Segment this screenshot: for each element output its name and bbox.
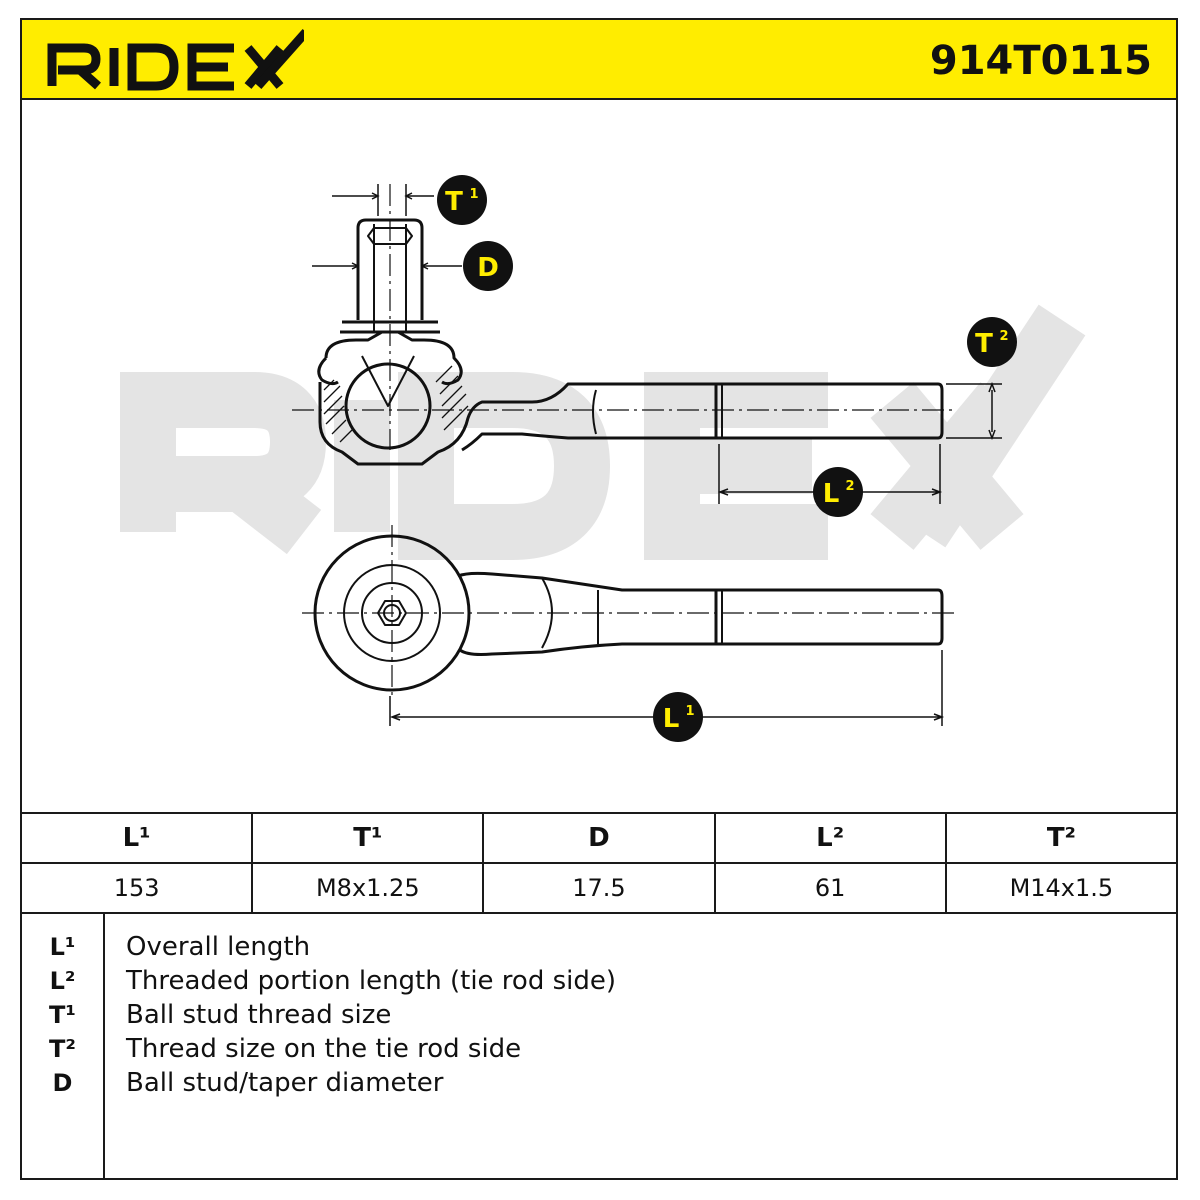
badge-l2-sup: 2 [845,479,854,494]
dimension-lines [312,184,1002,726]
badge-t2: T 2 [967,317,1017,367]
legend-row: T² Thread size on the tie rod side [22,1032,1176,1066]
legend-key: T¹ [49,1001,76,1029]
legend-row: L² Threaded portion length (tie rod side… [22,964,1176,998]
legend-desc: Ball stud/taper diameter [126,1068,444,1098]
badge-l1: L 1 [653,692,703,742]
ridex-watermark [120,304,1086,560]
badge-d: D [463,241,513,291]
specs-value-t2: M14x1.5 [944,862,1179,914]
specs-value-l1: 153 [19,862,254,914]
badge-l1-sup: 1 [685,704,694,719]
legend-desc: Thread size on the tie rod side [126,1034,522,1064]
legend-key: L² [49,967,76,995]
specs-value-d: 17.5 [482,862,716,914]
badge-t2-sup: 2 [999,329,1008,344]
legend-key: L¹ [49,933,76,961]
legend-row: T¹ Ball stud thread size [22,998,1176,1032]
legend-row: D Ball stud/taper diameter [22,1066,1176,1100]
specs-table: L¹ T¹ D L² T² 153 M8x1.25 17.5 61 M14x1.… [19,812,1179,914]
specs-header-row: L¹ T¹ D L² T² [19,812,1179,864]
legend-desc: Threaded portion length (tie rod side) [126,966,617,996]
specs-value-t1: M8x1.25 [251,862,485,914]
side-view-centerlines [292,184,956,450]
badge-t2-label: T [975,329,993,359]
badge-l2-label: L [823,479,840,509]
badge-d-label: D [477,253,499,283]
side-view [317,218,944,466]
specs-value-l2: 61 [713,862,947,914]
legend-divider [103,914,105,1178]
legend-key: D [52,1069,73,1097]
badge-t1: T 1 [437,175,487,225]
specs-header-l1: L¹ [19,812,254,864]
specs-header-t1: T¹ [251,812,485,864]
specs-value-row: 153 M8x1.25 17.5 61 M14x1.5 [19,862,1179,914]
plan-view-centerline [302,525,956,700]
technical-drawing: T 1 D T 2 L 2 L 1 [120,175,1086,742]
legend-row: L¹ Overall length [22,930,1176,964]
ridex-logo-mark [47,29,310,91]
badge-t1-sup: 1 [469,187,478,202]
legend-desc: Ball stud thread size [126,1000,392,1030]
specs-header-l2: L² [713,812,947,864]
legend-key: T² [49,1035,76,1063]
badge-t1-label: T [445,187,463,217]
specs-header-d: D [482,812,716,864]
part-number: 914T0115 [929,38,1152,84]
badge-l2: L 2 [813,467,863,517]
ridex-logo: RIDEX [44,26,310,96]
badge-l1-label: L [663,704,680,734]
header-bar: RIDEX 914T0115 [20,18,1178,100]
legend-desc: Overall length [126,932,311,962]
legend-box: L¹ Overall length L² Threaded portion le… [20,912,1178,1180]
specs-header-t2: T² [944,812,1179,864]
